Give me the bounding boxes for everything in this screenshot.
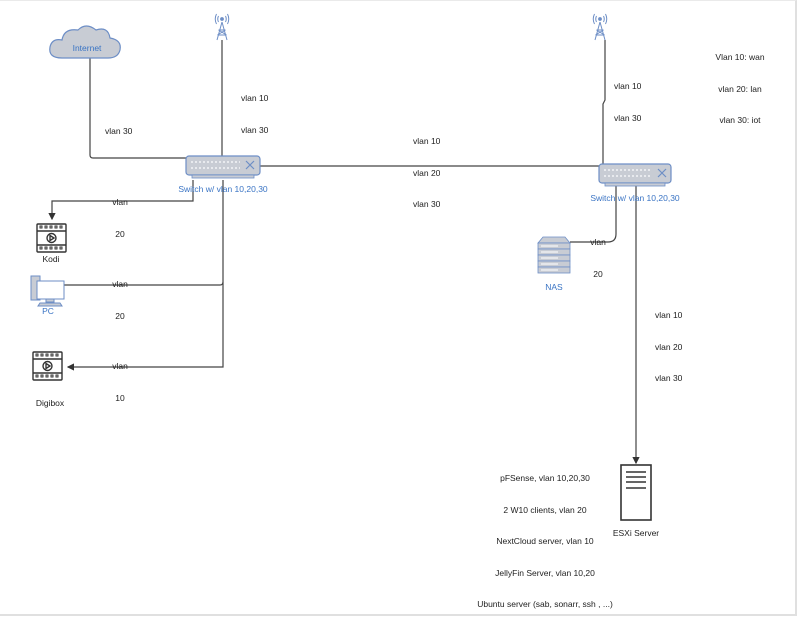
link-label-line: 10 bbox=[115, 392, 125, 403]
link-label-line: vlan 30 bbox=[241, 124, 269, 135]
service-item: pFSense, vlan 10,20,30 bbox=[500, 473, 590, 483]
link-switch-pc[interactable] bbox=[57, 180, 224, 298]
link-label-line: 20 bbox=[593, 268, 603, 279]
wireless-ap-left-icon[interactable] bbox=[214, 13, 230, 41]
service-item: JellyFin Server, vlan 10,20 bbox=[495, 567, 595, 578]
internet-label: Internet bbox=[72, 43, 102, 53]
nas-label: NAS bbox=[545, 282, 563, 292]
link-label-line: vlan 10 bbox=[241, 93, 269, 103]
esxi-services-list: pFSense, vlan 10,20,30 2 W10 clients, vl… bbox=[470, 452, 620, 620]
link-label-line: vlan bbox=[112, 361, 128, 371]
link-label-line: vlan bbox=[112, 197, 128, 207]
digibox-media-icon[interactable] bbox=[32, 351, 63, 381]
service-item: Ubuntu server (sab, sonarr, ssh , ...) bbox=[477, 599, 613, 609]
link-label-line: vlan 30 bbox=[614, 112, 642, 123]
switch-left-label: Switch w/ vlan 10,20,30 bbox=[178, 184, 268, 194]
link-label-line: vlan bbox=[590, 237, 606, 247]
vlan-legend: Vlan 10: wan vlan 20: lan vlan 30: iot bbox=[700, 31, 780, 136]
link-switch-kodi[interactable] bbox=[48, 180, 194, 221]
link-label-line: vlan 20 bbox=[413, 167, 441, 178]
link-label-line: vlan 20 bbox=[655, 341, 683, 352]
service-item: NextCloud server, vlan 10 bbox=[496, 536, 594, 546]
link-label-line: vlan 30 bbox=[655, 373, 683, 383]
link-label-esxi: vlan 10 vlan 20 vlan 30 bbox=[655, 289, 682, 394]
link-switch-digibox[interactable] bbox=[66, 282, 224, 371]
service-item: 2 W10 clients, vlan 20 bbox=[503, 504, 587, 515]
kodi-media-icon[interactable] bbox=[36, 223, 67, 253]
legend-item: vlan 20: lan bbox=[718, 83, 762, 94]
legend-item: vlan 30: iot bbox=[719, 115, 761, 125]
link-label-line: vlan 10 bbox=[655, 310, 683, 320]
link-label-line: vlan bbox=[112, 279, 128, 289]
internet-cloud-icon[interactable] bbox=[49, 25, 121, 59]
link-label-line: vlan 30 bbox=[413, 199, 441, 209]
pc-icon[interactable] bbox=[30, 275, 65, 307]
link-label-line: 20 bbox=[115, 228, 125, 239]
digibox-label: Digibox bbox=[35, 398, 65, 408]
switch-left-icon[interactable] bbox=[185, 155, 261, 179]
esxi-label: ESXi Server bbox=[612, 528, 660, 538]
esxi-server-icon[interactable] bbox=[620, 464, 652, 521]
switch-right-label: Switch w/ vlan 10,20,30 bbox=[590, 193, 680, 203]
link-switch-nas[interactable] bbox=[570, 186, 617, 243]
link-label-line: vlan 10 bbox=[413, 136, 441, 146]
link-label-ap-left: vlan 10 vlan 30 bbox=[241, 72, 268, 146]
kodi-label: Kodi bbox=[42, 254, 60, 264]
wireless-ap-right-icon[interactable] bbox=[592, 13, 608, 41]
link-label-internet: vlan 30 bbox=[105, 126, 133, 136]
link-label-line: vlan 10 bbox=[614, 81, 642, 91]
link-label-line: 20 bbox=[115, 310, 125, 321]
link-ap-right-switch[interactable] bbox=[602, 40, 606, 164]
link-label-ap-right: vlan 10 vlan 30 bbox=[614, 60, 641, 134]
legend-item: Vlan 10: wan bbox=[715, 52, 765, 62]
link-label-digibox: vlan 10 bbox=[105, 340, 135, 414]
link-label-nas: vlan 20 bbox=[583, 216, 613, 290]
link-label-kodi: vlan 20 bbox=[105, 176, 135, 250]
link-label-trunk: vlan 10 vlan 20 vlan 30 bbox=[413, 115, 440, 220]
nas-icon[interactable] bbox=[537, 236, 571, 274]
link-internet-switch[interactable] bbox=[89, 58, 188, 159]
switch-right-icon[interactable] bbox=[598, 163, 672, 187]
pc-label: PC bbox=[42, 306, 54, 316]
link-label-pc: vlan 20 bbox=[105, 258, 135, 332]
